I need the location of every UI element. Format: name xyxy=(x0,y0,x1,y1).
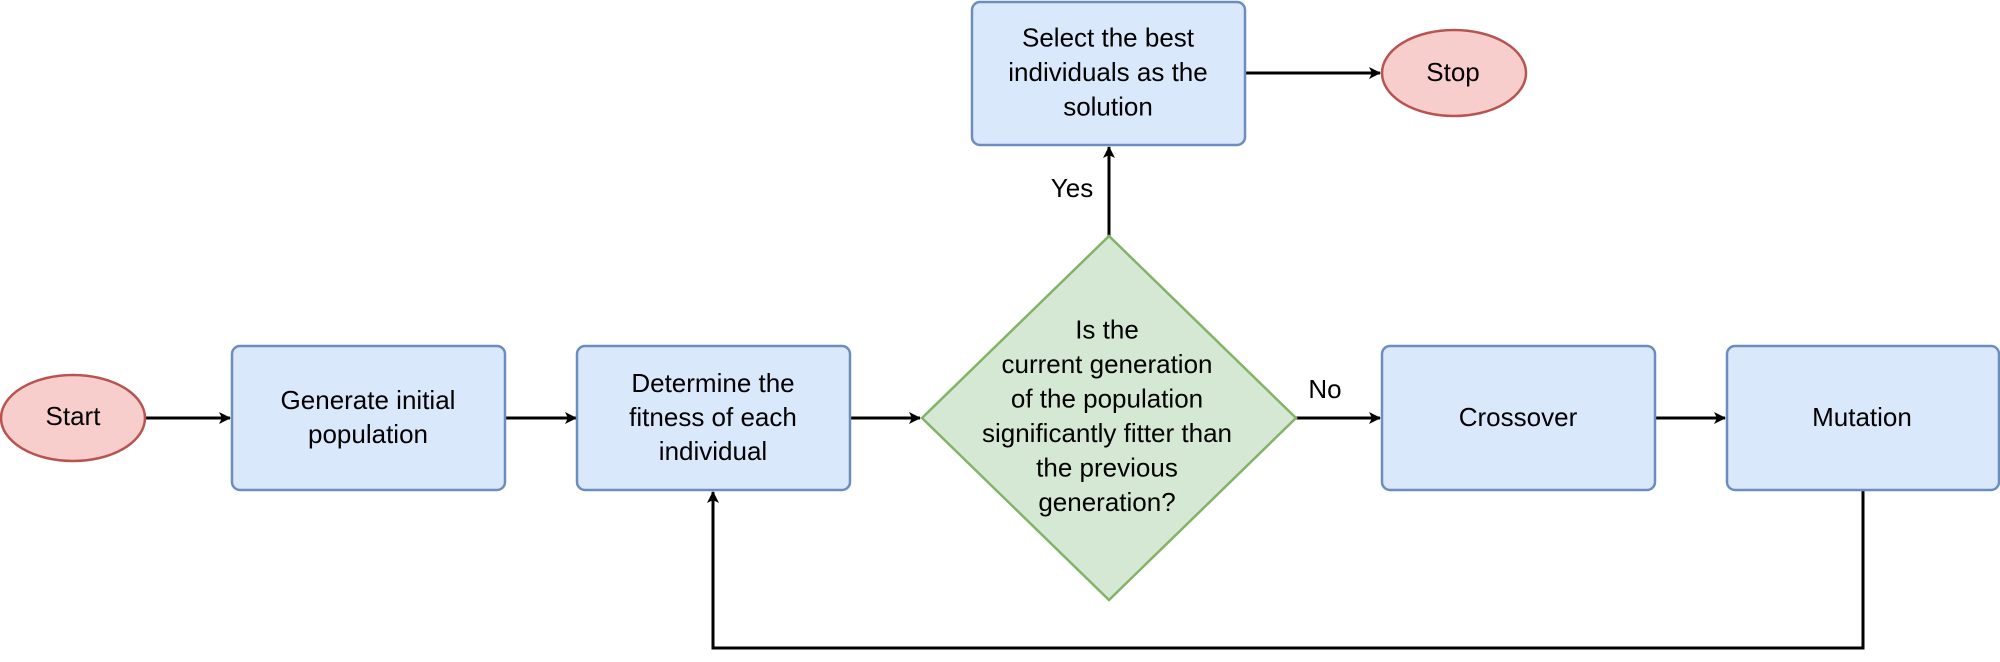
decision-diamond xyxy=(920,234,1298,602)
decision-label-line: significantly fitter than xyxy=(982,418,1232,448)
stop-label: Stop xyxy=(1426,57,1480,87)
edge-label-yes: Yes xyxy=(1051,173,1093,203)
decision-label-line: current generation xyxy=(1001,349,1212,379)
generate-population-process[interactable]: Generate initial population xyxy=(230,344,507,492)
select-best-box xyxy=(970,0,1247,147)
determine-fitness-process[interactable]: Determine the fitness of each individual xyxy=(575,344,852,492)
edge-label-no: No xyxy=(1308,374,1341,404)
select-best-label: Select the best individuals as the solutio… xyxy=(1008,22,1207,121)
fitness-improvement-decision[interactable]: Is the current generation of the populatio… xyxy=(920,234,1298,602)
mutation-process[interactable]: Mutation xyxy=(1725,344,2000,492)
fitness-label-line: Determine the xyxy=(631,368,794,398)
start-label: Start xyxy=(46,401,102,431)
determine-fitness-label: Determine the fitness of each individual xyxy=(629,368,797,466)
mutation-box xyxy=(1725,344,2000,492)
decision-label-line: generation? xyxy=(1038,487,1175,517)
decision-label-line: of the population xyxy=(1011,384,1203,414)
edge-mutation-to-fitness xyxy=(707,491,1865,650)
select-label-line: solution xyxy=(1063,91,1153,121)
mutation-label-line: Mutation xyxy=(1812,402,1912,432)
decision-label-line: Is the xyxy=(1075,315,1139,345)
decision-label-line: the previous xyxy=(1036,453,1178,483)
mutation-label: Mutation xyxy=(1812,402,1912,432)
crossover-label: Crossover xyxy=(1459,402,1578,432)
generate-population-box xyxy=(230,344,507,492)
start-terminal[interactable]: Start xyxy=(0,373,147,463)
fitness-label-line: individual xyxy=(659,436,767,466)
select-best-process[interactable]: Select the best individuals as the solutio… xyxy=(970,0,1247,147)
generate-label-line: population xyxy=(308,419,428,449)
stop-ellipse xyxy=(1380,28,1528,118)
crossover-label-line: Crossover xyxy=(1459,402,1578,432)
decision-label: Is the current generation of the populatio… xyxy=(982,315,1232,518)
determine-fitness-box xyxy=(575,344,852,492)
generate-population-label: Generate initial population xyxy=(281,385,456,449)
select-label-line: individuals as the xyxy=(1008,57,1207,87)
fitness-label-line: fitness of each xyxy=(629,402,797,432)
start-ellipse xyxy=(0,373,147,463)
crossover-process[interactable]: Crossover xyxy=(1380,344,1657,492)
select-label-line: Select the best xyxy=(1022,22,1195,52)
crossover-box xyxy=(1380,344,1657,492)
stop-terminal[interactable]: Stop xyxy=(1380,28,1528,118)
generate-label-line: Generate initial xyxy=(281,385,456,415)
stop-label-line: Stop xyxy=(1426,57,1480,87)
start-label-line: Start xyxy=(46,401,102,431)
